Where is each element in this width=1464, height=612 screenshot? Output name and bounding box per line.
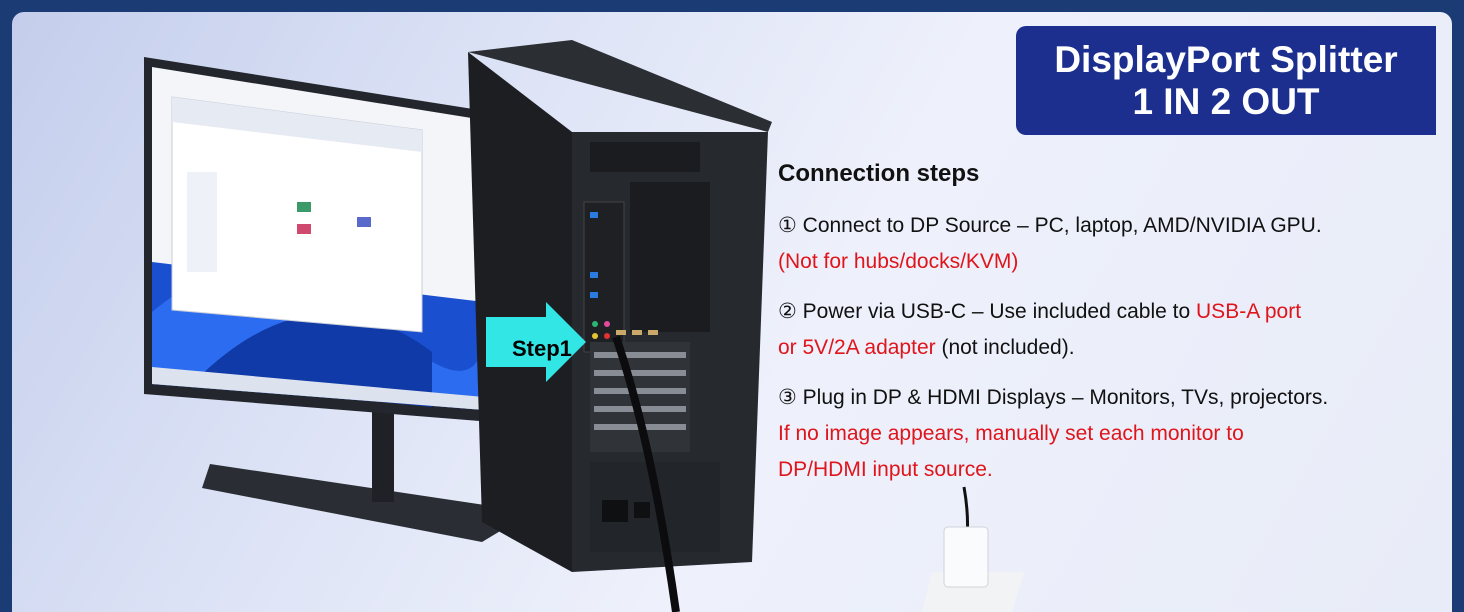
step1-label: Step1 xyxy=(512,336,572,361)
connection-steps: Connection steps ① Connect to DP Source … xyxy=(778,160,1448,502)
product-title-banner: DisplayPort Splitter 1 IN 2 OUT xyxy=(1016,26,1436,135)
dp-cable xyxy=(612,335,680,612)
connection-steps-heading: Connection steps xyxy=(778,160,980,187)
step-1-note: (Not for hubs/docks/KVM) xyxy=(778,250,1019,273)
step1-arrow xyxy=(486,302,586,382)
monitor xyxy=(144,57,532,542)
monitor-base xyxy=(202,464,532,542)
step-2-text: ② Power via USB-C – Use included cable t… xyxy=(778,300,1197,323)
tower-side xyxy=(468,52,572,572)
product-title: DisplayPort Splitter xyxy=(1054,38,1398,80)
step-3-note-line1: If no image appears, manually set each m… xyxy=(778,422,1244,445)
tower-top xyxy=(468,40,772,132)
pc-tower xyxy=(468,40,772,612)
usb-charger xyxy=(922,486,1024,612)
step-3-text: ③ Plug in DP & HDMI Displays – Monitors,… xyxy=(778,386,1329,409)
step-1: ① Connect to DP Source – PC, laptop, AMD… xyxy=(778,208,1448,280)
step-2-highlight-adapter: or 5V/2A adapter xyxy=(778,336,936,359)
step1-callout: Step1 xyxy=(498,314,596,388)
monitor-stand xyxy=(372,392,394,502)
step-2: ② Power via USB-C – Use included cable t… xyxy=(778,294,1448,366)
step-2-highlight-usb-a: USB-A port xyxy=(1196,300,1302,323)
step-1-text: ① Connect to DP Source – PC, laptop, AMD… xyxy=(778,214,1322,237)
step-3-note-line2: DP/HDMI input source. xyxy=(778,458,993,481)
step-2-text-after: (not included). xyxy=(935,336,1075,359)
product-illustration xyxy=(144,40,1024,612)
step-3: ③ Plug in DP & HDMI Displays – Monitors,… xyxy=(778,380,1448,488)
product-subtitle: 1 IN 2 OUT xyxy=(1132,80,1320,122)
